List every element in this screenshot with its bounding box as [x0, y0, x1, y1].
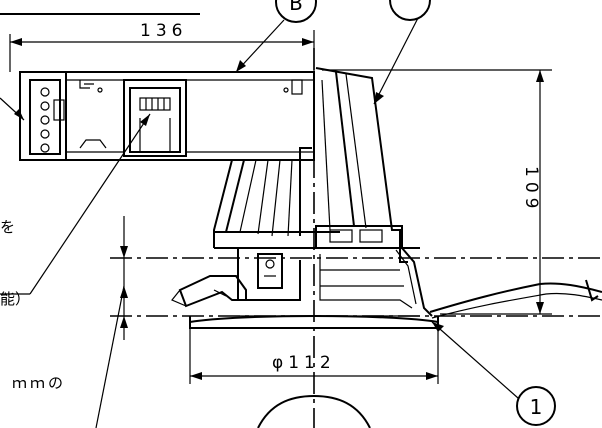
- height-dimension: 109: [322, 69, 552, 315]
- lens-outline: [257, 394, 371, 428]
- callout-b-label: B: [289, 0, 303, 15]
- leader-ceiling: [95, 285, 125, 428]
- callout-1: 1: [431, 321, 556, 426]
- terminal-box: [19, 71, 315, 161]
- width-dimension: 136: [9, 21, 315, 72]
- note-fragment-wo: を: [0, 218, 15, 236]
- width-label: 136: [140, 21, 187, 41]
- fixture-body: [171, 67, 602, 319]
- callout-1-label: 1: [530, 395, 543, 419]
- trim-flange: [189, 315, 439, 329]
- leader-connector: [29, 113, 151, 295]
- height-label: 109: [521, 166, 541, 213]
- note-fragment-nou: 能）: [0, 290, 30, 308]
- diameter-label: φ112: [272, 353, 336, 373]
- callout-top-right: [373, 0, 431, 105]
- note-fragment-mmno: ｍｍの: [12, 374, 66, 392]
- callout-b: B: [235, 0, 317, 73]
